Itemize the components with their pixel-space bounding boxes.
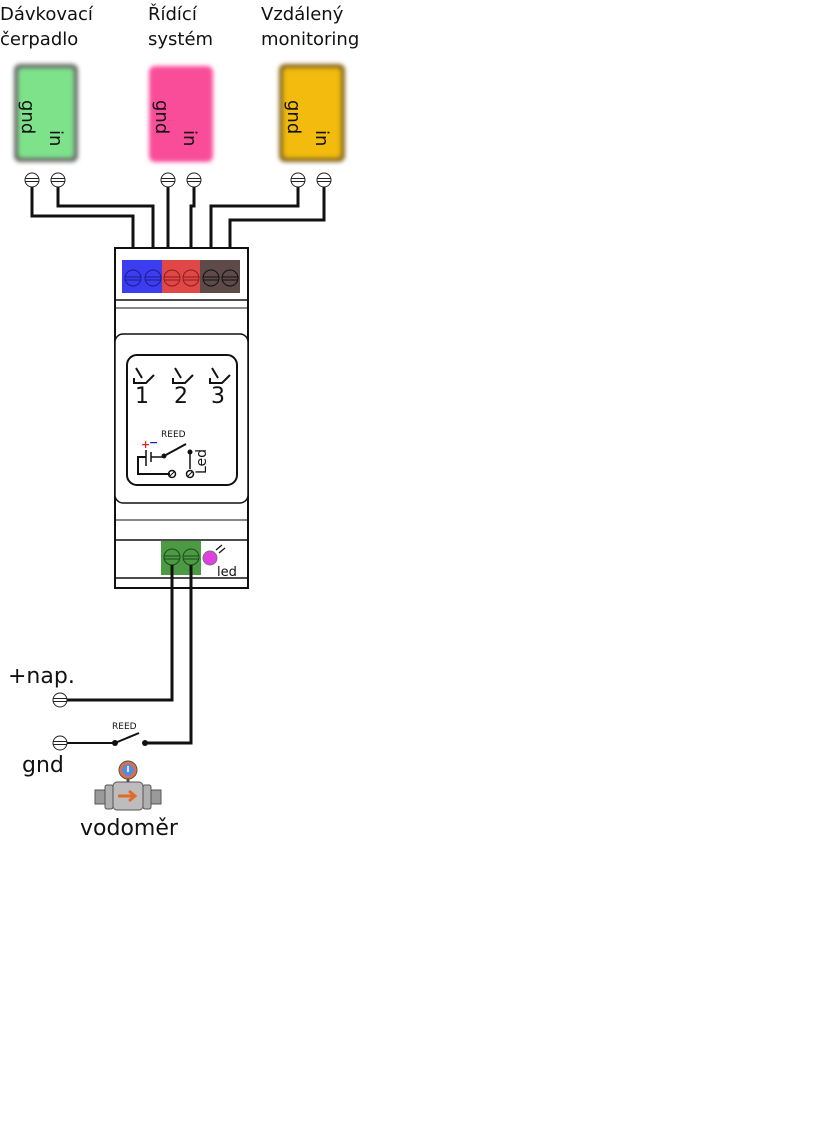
- gnd-screw-icon: [52, 735, 68, 751]
- screw-icon: [160, 172, 176, 188]
- svg-text:+: +: [141, 438, 150, 451]
- screw-icon: [24, 172, 40, 188]
- screw-icon: [290, 172, 306, 188]
- device-label-remote-monitoring: Vzdálený monitoring: [261, 4, 359, 50]
- device-box-remote-monitoring: gnd in: [279, 64, 345, 162]
- device-screw-terminals: [24, 172, 332, 188]
- reed-schematic: REED + − Led: [137, 430, 210, 479]
- terminal-block-green: [161, 541, 201, 575]
- pin-gnd-label: gnd: [17, 100, 38, 134]
- led-indicator-icon: [202, 550, 218, 566]
- plus-supply-label: +nap.: [8, 664, 75, 689]
- plus-supply-screw-icon: [52, 692, 68, 708]
- output-1-label: 1: [135, 384, 149, 409]
- label-line1: Řídící: [148, 3, 198, 25]
- screw-icon: [186, 172, 202, 188]
- screw-icon: [316, 172, 332, 188]
- label-line1: Dávkovací: [0, 4, 94, 25]
- device-label-dosing-pump: Dávkovací čerpadlo: [0, 4, 94, 50]
- device-box-control-system: gnd in: [149, 66, 213, 162]
- pin-in-label: in: [45, 130, 66, 146]
- screw-icon: [50, 172, 66, 188]
- reed-label: REED: [161, 430, 186, 440]
- gnd-label: gnd: [22, 753, 64, 778]
- output-3-label: 3: [211, 384, 225, 409]
- led-label: led: [217, 565, 237, 580]
- device-box-dosing-pump: gnd in: [14, 64, 78, 162]
- label-line1: Vzdálený: [261, 4, 344, 25]
- output-2-label: 2: [174, 384, 188, 409]
- device-label-control-system: Řídící systém: [148, 3, 213, 50]
- pin-gnd-label: gnd: [151, 100, 172, 134]
- label-line2: systém: [148, 29, 213, 50]
- water-meter-icon: [94, 760, 162, 811]
- pin-in-label: in: [179, 130, 200, 146]
- water-meter-label: vodoměr: [80, 816, 179, 841]
- pin-gnd-label: gnd: [283, 100, 304, 134]
- light-rays-icon: [215, 544, 226, 554]
- label-line2: čerpadlo: [0, 29, 78, 50]
- led-vertical-label: Led: [194, 449, 210, 474]
- output-transistor-icons: [133, 367, 231, 384]
- reed-switch-label: REED: [112, 722, 137, 732]
- din-module: 1 2 3 REED + − Led led: [114, 247, 249, 589]
- bottom-wires: REED: [67, 565, 193, 746]
- svg-text:−: −: [149, 436, 158, 449]
- pin-in-label: in: [311, 130, 332, 146]
- label-line2: monitoring: [261, 29, 359, 50]
